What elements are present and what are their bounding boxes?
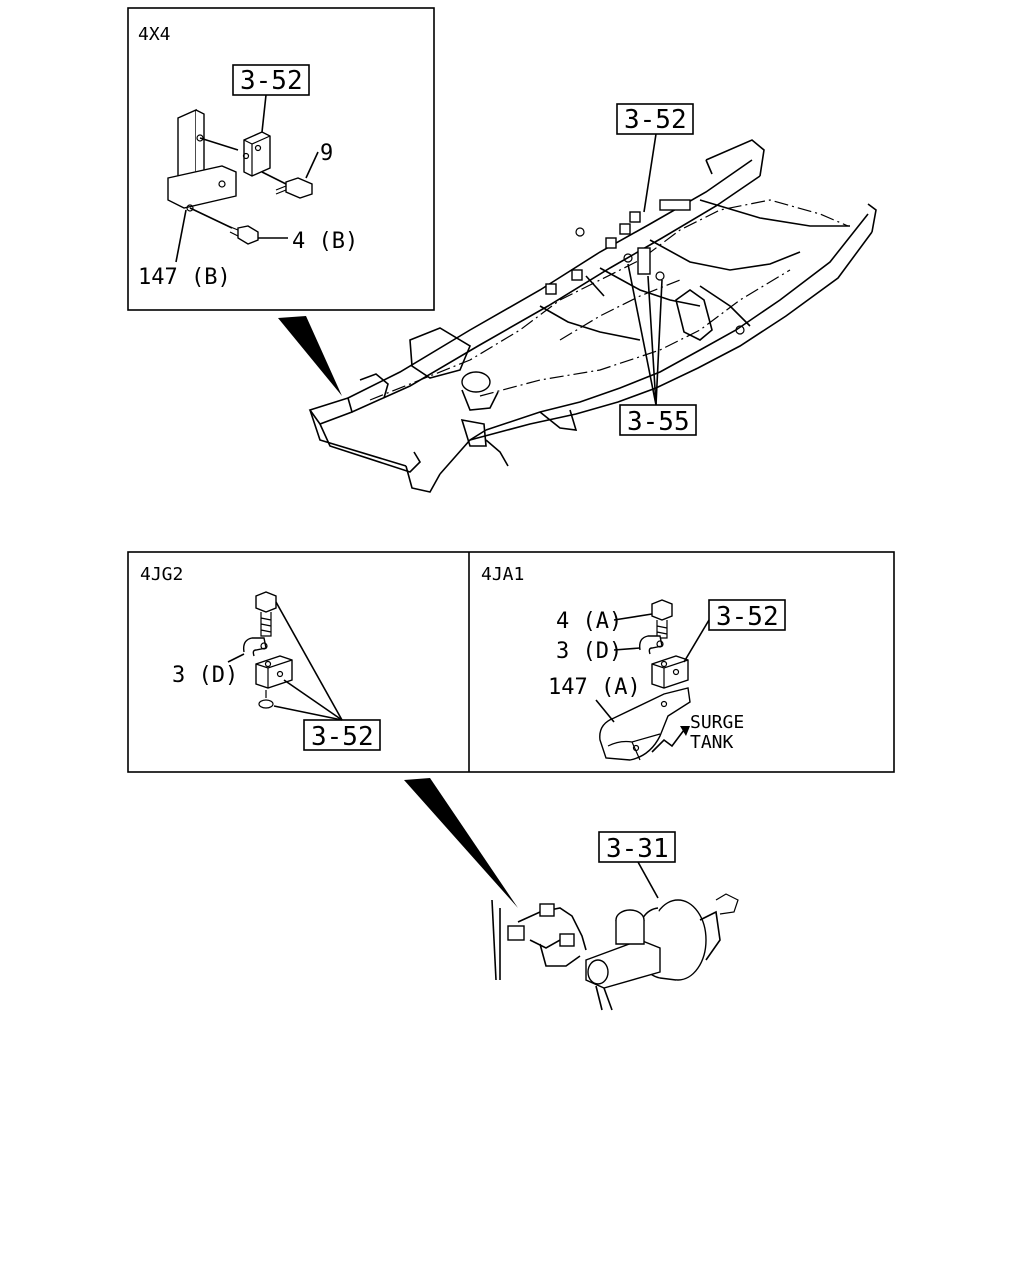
junction-block-4ja1-icon xyxy=(651,655,689,689)
bracket-147a-icon xyxy=(599,687,691,761)
panel-4ja1-bolt-label: 4 (A) xyxy=(556,609,622,634)
panel-4jg2-clip-label: 3 (D) xyxy=(172,663,238,688)
chassis-frame: 3-52 3-55 xyxy=(308,103,877,493)
surge-tank-arrow-icon xyxy=(651,729,685,753)
inset-4x4-variant: 4X4 xyxy=(138,24,171,45)
inset-4x4-frame xyxy=(127,7,435,311)
chassis-ref-3-52-box xyxy=(616,103,694,135)
booster-ref-label: 3-31 xyxy=(606,834,669,864)
bolt-4b-icon xyxy=(227,225,259,245)
master-cylinder-icon xyxy=(585,909,661,989)
clip-3d-4ja1-icon xyxy=(638,635,664,655)
bolt-4a-icon xyxy=(651,599,673,639)
pointer-wedge-bottom xyxy=(404,778,518,908)
panel-4ja1-ref-label: 3-52 xyxy=(716,602,779,632)
inset-4x4-ref-box xyxy=(232,64,310,96)
bolt-icon xyxy=(255,591,277,637)
panel-4ja1-ref-box xyxy=(708,599,786,631)
fitting-icon xyxy=(507,925,525,941)
clip-3d-icon xyxy=(242,637,268,657)
junction-block-4jg2-icon xyxy=(255,655,293,689)
junction-block-icon xyxy=(242,131,271,177)
panel-4ja1: 4JA1 4 (A) 3 (D) 147 (A) xyxy=(481,564,786,761)
panel-4jg2-ref-label: 3-52 xyxy=(311,722,374,752)
inset-4x4: 4X4 3-52 9 xyxy=(127,7,435,311)
panel-4ja1-clip-label: 3 (D) xyxy=(556,639,622,664)
inset-4x4-ref-label: 3-52 xyxy=(240,66,303,96)
washer-icon xyxy=(258,699,274,709)
panel-4jg2-ref-box xyxy=(303,719,381,751)
label-bolt-4b: 4 (B) xyxy=(292,229,358,254)
panel-4jg2: 4JG2 3 (D) 3-52 xyxy=(140,564,381,752)
panel-4jg2-variant: 4JG2 xyxy=(140,564,183,585)
chassis-ref-3-52-label: 3-52 xyxy=(624,105,687,135)
panel-4ja1-bracket-label: 147 (A) xyxy=(548,675,641,700)
brake-booster-assembly: 3-31 xyxy=(491,831,739,1011)
pointer-wedge-top xyxy=(278,316,342,396)
booster-ref-box xyxy=(598,831,676,863)
chassis-ref-3-55-label: 3-55 xyxy=(627,407,690,437)
label-bracket-147b: 147 (B) xyxy=(138,265,231,290)
panel-4ja1-note-line1: SURGE xyxy=(690,712,744,733)
panel-4ja1-note-line2: TANK xyxy=(690,732,734,753)
middle-panels-frame xyxy=(127,551,895,773)
label-bolt-9: 9 xyxy=(320,141,333,166)
bracket-147b-icon xyxy=(167,108,237,212)
chassis-ref-3-55-box xyxy=(619,404,697,436)
panel-4ja1-variant: 4JA1 xyxy=(481,564,524,585)
bolt-9-icon xyxy=(275,177,313,199)
